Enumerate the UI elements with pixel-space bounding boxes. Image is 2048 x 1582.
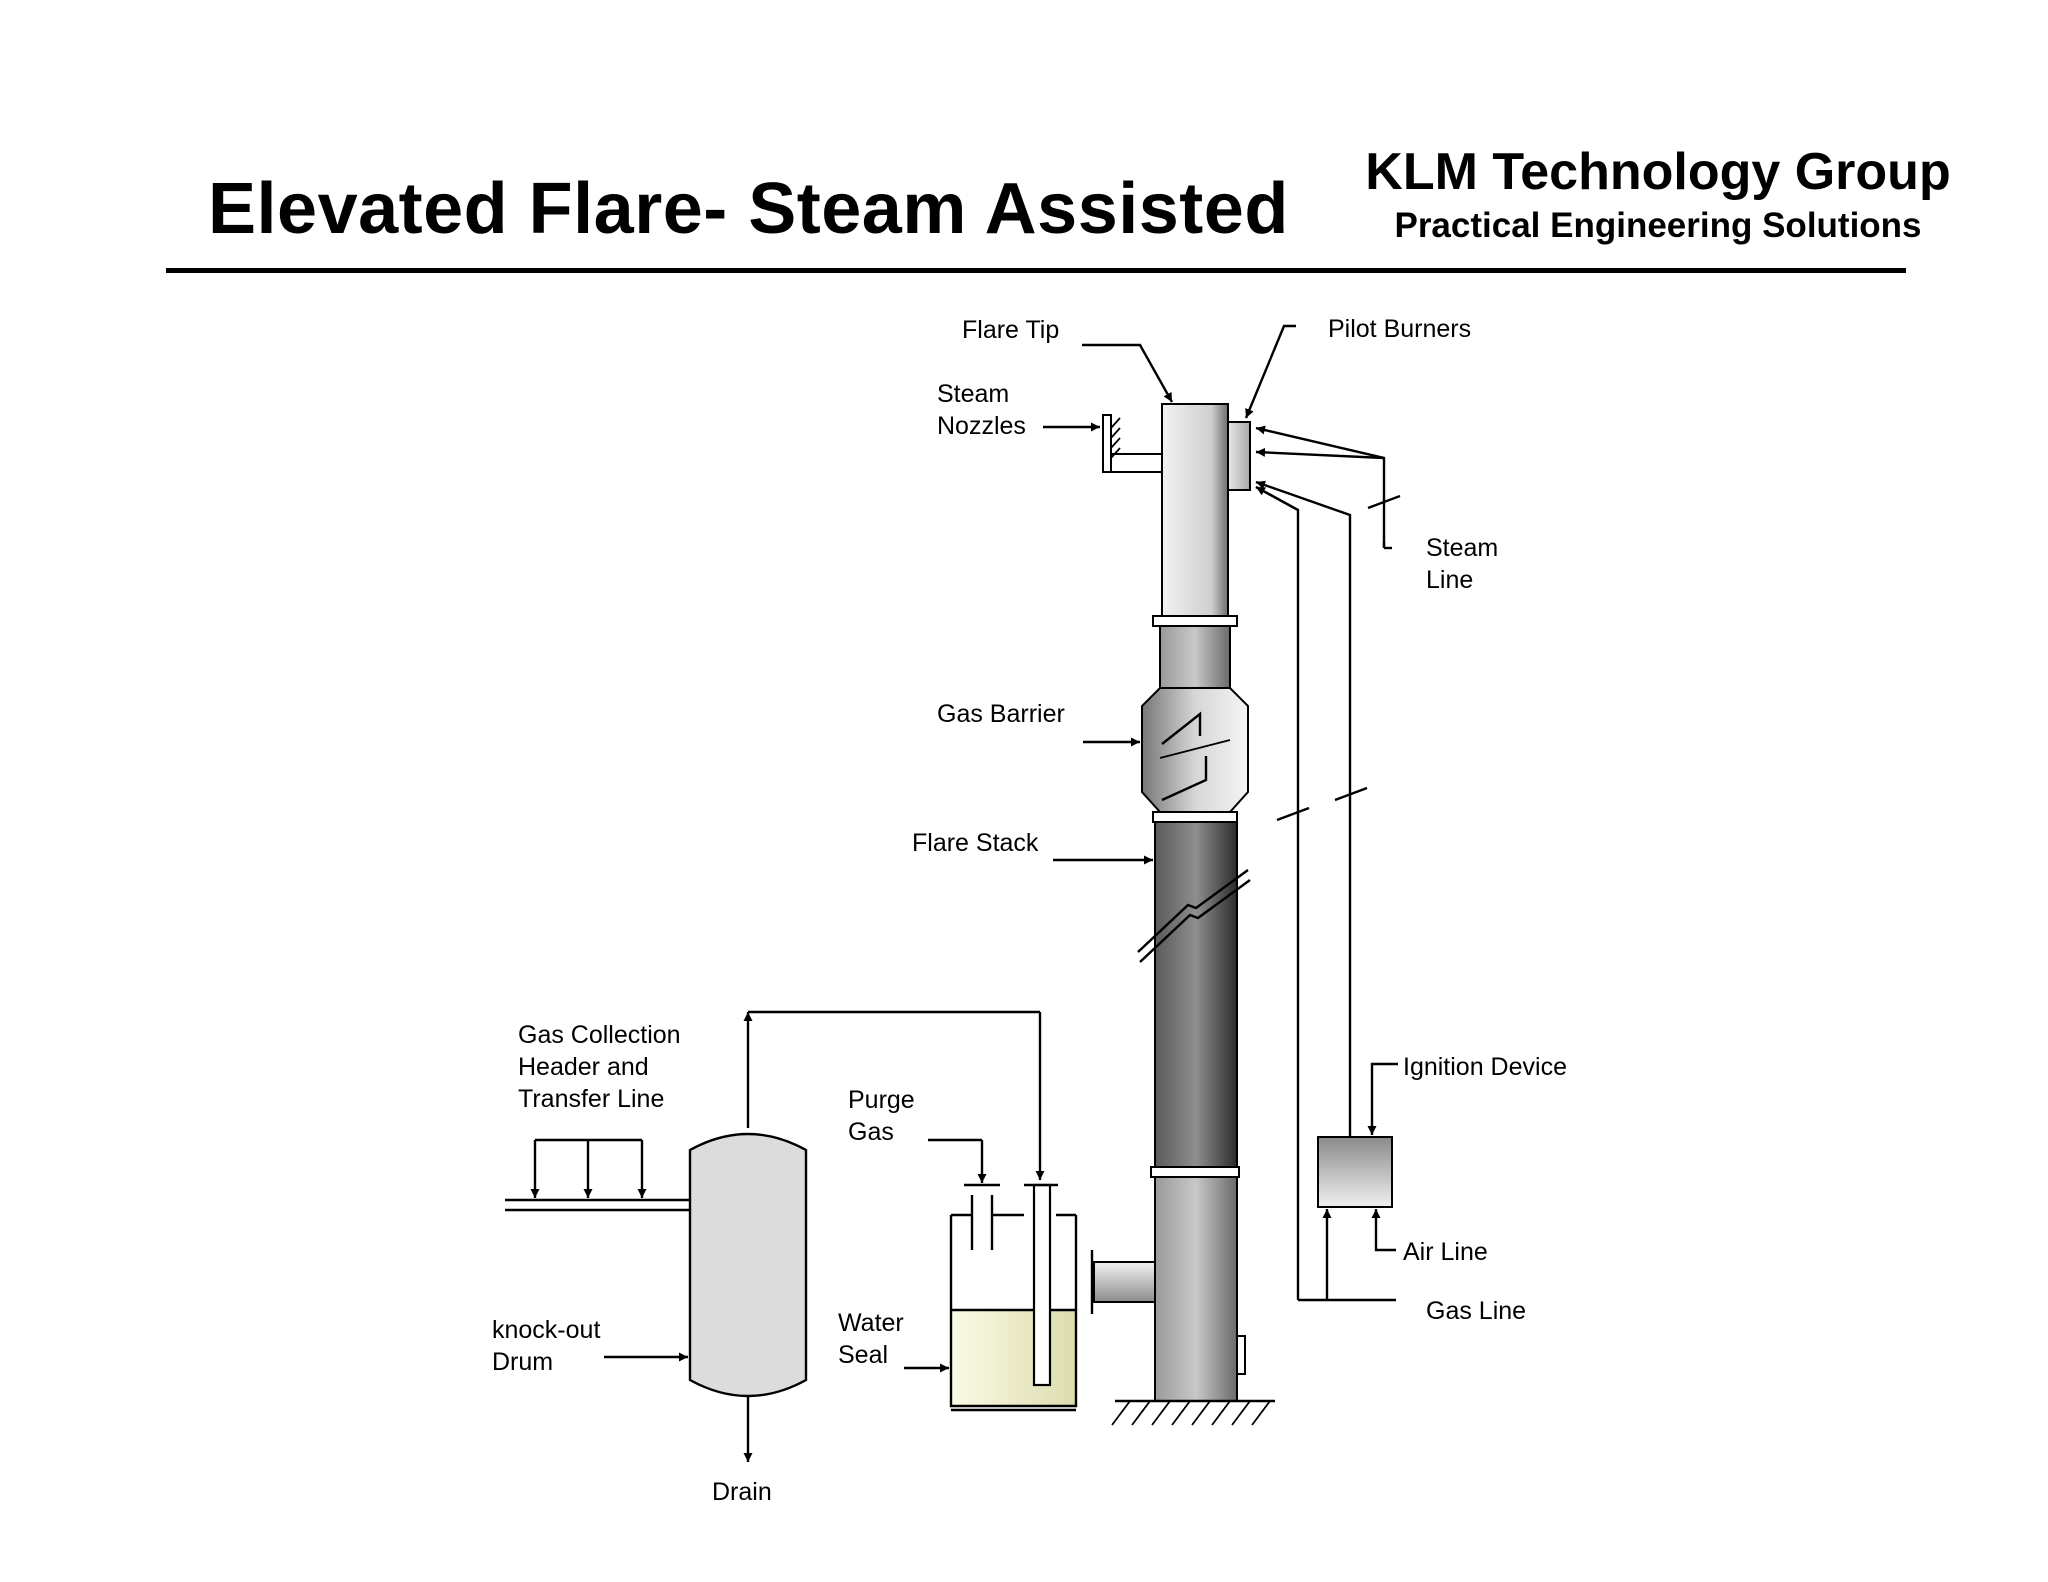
pilot-burner-box bbox=[1227, 421, 1251, 491]
water-seal-vessel bbox=[949, 1183, 1078, 1412]
leader-ignition bbox=[1367, 1062, 1398, 1135]
flare-tip bbox=[1161, 403, 1229, 617]
purge-gas-line bbox=[928, 1138, 987, 1183]
label-knockout-1: knock-out bbox=[492, 1316, 600, 1344]
seal-outlet-pipe bbox=[1090, 1250, 1156, 1314]
label-steam-line-1: Steam bbox=[1426, 534, 1498, 562]
label-air-line: Air Line bbox=[1403, 1238, 1488, 1266]
stack-flange-upper bbox=[1152, 615, 1238, 627]
label-purge-gas-1: Purge bbox=[848, 1086, 915, 1114]
knockout-drum bbox=[688, 1132, 808, 1398]
leader-flare-tip bbox=[1082, 343, 1174, 403]
label-water-seal-1: Water bbox=[838, 1309, 904, 1337]
stack-base-section bbox=[1154, 1176, 1246, 1402]
label-pilot-burners: Pilot Burners bbox=[1328, 315, 1471, 343]
label-gas-barrier: Gas Barrier bbox=[937, 700, 1065, 728]
gas-line bbox=[1298, 1209, 1396, 1302]
label-gas-line: Gas Line bbox=[1426, 1297, 1526, 1325]
label-steam-nozzles-1: Steam bbox=[937, 380, 1009, 408]
leader-pilot-burners bbox=[1244, 324, 1296, 419]
label-knockout-2: Drum bbox=[492, 1348, 553, 1376]
label-drain: Drain bbox=[712, 1478, 772, 1506]
label-gas-collection-3: Transfer Line bbox=[518, 1085, 664, 1113]
stack-upper-section bbox=[1159, 625, 1231, 689]
company-name: KLM Technology Group bbox=[1365, 143, 1951, 201]
drum-to-seal-line bbox=[743, 1010, 1045, 1180]
page-title: Elevated Flare- Steam Assisted bbox=[208, 169, 1289, 249]
label-water-seal-2: Seal bbox=[838, 1341, 888, 1369]
stack-flange-middle bbox=[1152, 811, 1238, 823]
ignition-device bbox=[1317, 1136, 1393, 1208]
header-divider bbox=[166, 268, 1906, 273]
gas-barrier bbox=[1141, 687, 1249, 813]
label-flare-tip: Flare Tip bbox=[962, 316, 1059, 344]
label-gas-collection-2: Header and bbox=[518, 1053, 649, 1081]
gas-header-line bbox=[505, 1138, 690, 1212]
label-steam-line-2: Line bbox=[1426, 566, 1473, 594]
stack-flange-lower bbox=[1150, 1166, 1240, 1178]
label-ignition-device: Ignition Device bbox=[1403, 1053, 1567, 1081]
company-tagline: Practical Engineering Solutions bbox=[1394, 206, 1922, 245]
steam-nozzle-assembly bbox=[1102, 414, 1163, 473]
ground-base bbox=[1111, 1399, 1275, 1426]
label-flare-stack: Flare Stack bbox=[912, 829, 1039, 857]
air-line bbox=[1371, 1209, 1396, 1252]
label-gas-collection-1: Gas Collection bbox=[518, 1021, 681, 1049]
flare-stack-body bbox=[1137, 821, 1251, 1168]
label-steam-nozzles-2: Nozzles bbox=[937, 412, 1026, 440]
label-purge-gas-2: Gas bbox=[848, 1118, 894, 1146]
pilot-lines bbox=[1255, 425, 1401, 1300]
